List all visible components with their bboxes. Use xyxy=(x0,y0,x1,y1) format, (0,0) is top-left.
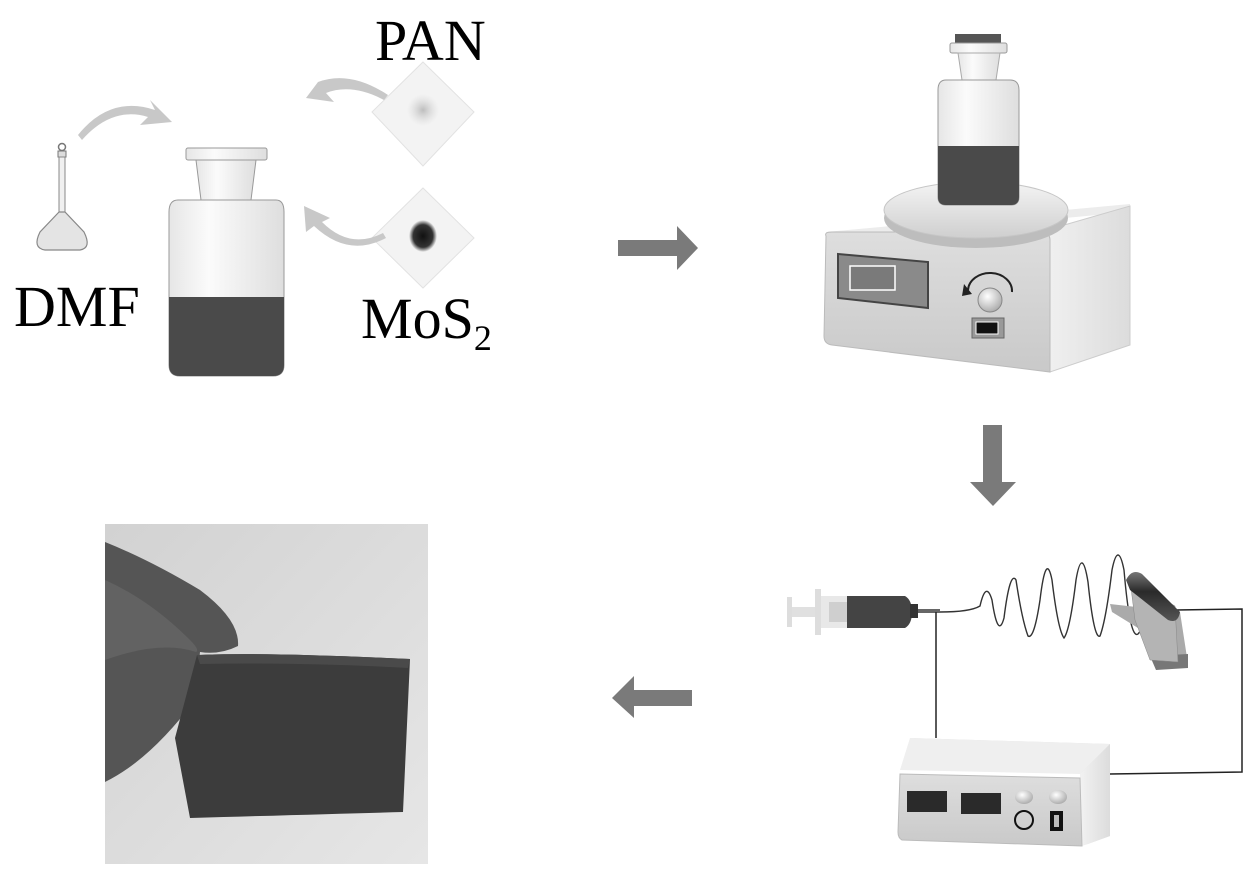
stirrer-switch xyxy=(975,321,999,335)
reagent-bottle-icon xyxy=(168,147,285,377)
stirrer-knob xyxy=(977,287,1003,313)
current-display xyxy=(961,793,1001,814)
supply-knob-left xyxy=(1015,790,1033,804)
supply-power-button xyxy=(1014,810,1034,830)
voltage-display xyxy=(907,791,947,812)
membrane-photo xyxy=(105,524,428,864)
rotating-collector-icon xyxy=(1110,572,1188,670)
volumetric-flask-icon xyxy=(36,142,88,251)
label-mos2: MoS2 xyxy=(361,290,492,358)
pan-powder-icon xyxy=(371,61,475,167)
flow-arrow-down xyxy=(970,425,1016,506)
pan-add-arrow xyxy=(306,74,388,102)
syringe-icon xyxy=(787,589,940,635)
mixing-step xyxy=(36,61,475,377)
high-voltage-supply-icon xyxy=(897,738,1110,847)
electrospinning-setup xyxy=(787,554,1243,847)
mos2-powder-icon xyxy=(371,187,475,289)
stirrer-solution-fill xyxy=(938,146,1019,205)
supply-knob-right xyxy=(1049,790,1067,804)
flow-arrow-right xyxy=(618,226,698,270)
dmf-add-arrow xyxy=(78,100,172,140)
label-mos2-subscript: 2 xyxy=(473,318,492,358)
stirrer-bottle-icon xyxy=(937,34,1020,206)
label-mos2-main: MoS xyxy=(361,286,474,351)
solution-fill xyxy=(169,297,284,376)
spinning-jet xyxy=(939,554,1161,640)
label-pan: PAN xyxy=(375,8,486,73)
flow-arrow-left xyxy=(612,676,692,718)
label-dmf: DMF xyxy=(14,274,140,339)
magnetic-stirrer-icon xyxy=(823,34,1131,373)
circuit-wire-right xyxy=(1109,608,1243,775)
fiber-membrane xyxy=(175,654,410,818)
mos2-add-arrow xyxy=(304,206,386,246)
